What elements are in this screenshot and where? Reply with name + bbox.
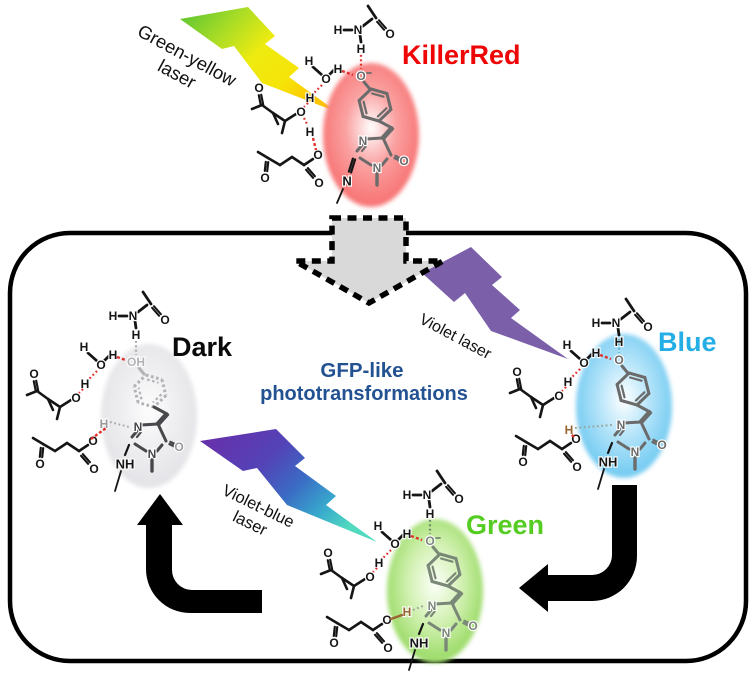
svg-text:O: O [614, 353, 623, 367]
svg-text:O: O [321, 72, 330, 86]
svg-text:H: H [109, 309, 118, 323]
svg-text:H: H [403, 488, 412, 502]
svg-text:O: O [554, 389, 563, 403]
svg-text:Blue: Blue [658, 327, 717, 357]
svg-text:H: H [592, 346, 601, 360]
svg-text:N: N [342, 174, 351, 189]
svg-text:O: O [571, 432, 580, 446]
svg-text:H: H [334, 62, 343, 76]
svg-text:O: O [399, 154, 408, 168]
svg-text:N: N [354, 23, 363, 37]
svg-text:phototransformations: phototransformations [260, 383, 468, 405]
svg-text:NH: NH [116, 457, 135, 472]
svg-text:H: H [375, 556, 384, 570]
svg-text:H: H [374, 519, 383, 533]
svg-text:H: H [334, 23, 343, 37]
svg-text:N: N [129, 309, 138, 323]
svg-text:O: O [88, 434, 97, 448]
svg-text:O: O [454, 492, 463, 506]
svg-text:H: H [357, 42, 366, 56]
svg-text:O: O [174, 440, 183, 454]
svg-text:O: O [160, 313, 169, 327]
svg-text:N: N [359, 134, 368, 148]
svg-text:O: O [657, 438, 666, 452]
svg-text:N: N [631, 445, 640, 459]
svg-text:N: N [442, 626, 451, 640]
svg-text:O: O [579, 356, 588, 370]
svg-text:O: O [356, 69, 365, 83]
svg-text:O: O [382, 613, 391, 627]
svg-text:O: O [383, 641, 392, 655]
svg-text:H: H [563, 338, 572, 352]
svg-text:H: H [306, 125, 315, 139]
svg-text:H: H [100, 417, 109, 431]
svg-text:KillerRed: KillerRed [402, 40, 521, 70]
svg-text:H: H [592, 316, 601, 330]
svg-text:H: H [403, 527, 412, 541]
svg-text:N: N [134, 420, 143, 434]
svg-text:O: O [260, 171, 269, 185]
svg-text:N: N [423, 488, 432, 502]
svg-text:OH: OH [127, 355, 145, 369]
svg-text:Green: Green [466, 510, 544, 540]
svg-text:Dark: Dark [172, 332, 233, 362]
svg-text:NH: NH [599, 455, 618, 470]
svg-text:O: O [425, 534, 434, 548]
svg-text:N: N [428, 599, 437, 613]
svg-text:N: N [373, 161, 382, 175]
svg-text:H: H [403, 605, 412, 619]
svg-text:O: O [512, 365, 521, 379]
svg-text:O: O [314, 176, 323, 190]
svg-text:O: O [254, 81, 263, 95]
svg-text:H: H [564, 375, 573, 389]
svg-text:O: O [89, 462, 98, 476]
svg-text:H: H [306, 91, 315, 105]
svg-text:O: O [365, 570, 374, 584]
svg-text:H: H [132, 328, 141, 342]
svg-text:O: O [29, 367, 38, 381]
svg-text:O: O [313, 148, 322, 162]
svg-text:N: N [612, 316, 621, 330]
svg-text:H: H [565, 423, 574, 437]
svg-text:O: O [572, 460, 581, 474]
svg-text:O: O [96, 358, 105, 372]
svg-text:H: H [305, 54, 314, 68]
svg-text:GFP-like: GFP-like [320, 359, 403, 382]
svg-text:O: O [385, 27, 394, 41]
svg-text:O: O [323, 546, 332, 560]
svg-text:O: O [71, 391, 80, 405]
svg-text:O: O [35, 457, 44, 471]
svg-text:O: O [390, 537, 399, 551]
svg-text:O: O [468, 619, 477, 633]
svg-text:H: H [81, 377, 90, 391]
svg-text:O: O [296, 105, 305, 119]
svg-text:H: H [426, 507, 435, 521]
svg-text:O: O [643, 320, 652, 334]
svg-text:N: N [617, 418, 626, 432]
svg-text:N: N [148, 447, 157, 461]
svg-text:H: H [109, 348, 118, 362]
svg-text:O: O [518, 455, 527, 469]
svg-text:NH: NH [410, 636, 429, 651]
svg-text:H: H [80, 340, 89, 354]
svg-text:O: O [329, 636, 338, 650]
svg-text:H: H [615, 335, 624, 349]
